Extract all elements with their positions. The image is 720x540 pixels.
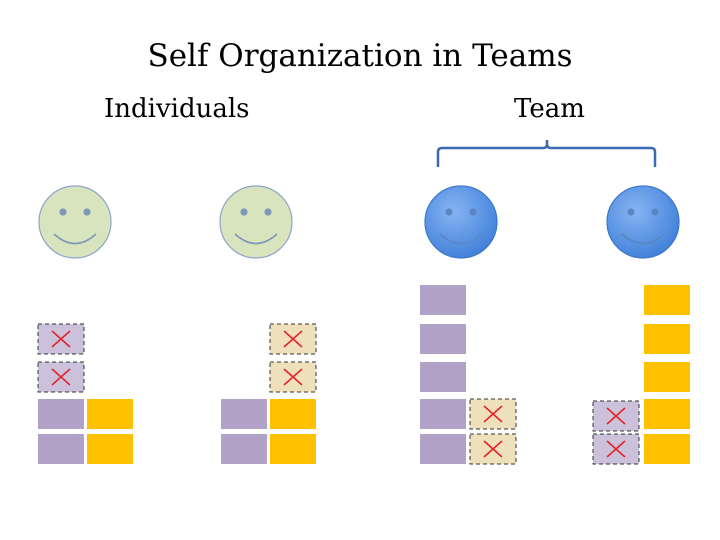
yellow-block bbox=[644, 434, 690, 464]
yellow-block bbox=[87, 434, 133, 464]
yellow-block bbox=[644, 324, 690, 354]
crossed-block bbox=[469, 433, 517, 465]
individual-face-1 bbox=[38, 185, 112, 259]
purple-block bbox=[420, 399, 466, 429]
purple-block bbox=[38, 399, 84, 429]
individual-2-blocks bbox=[221, 323, 317, 464]
team-face-1 bbox=[424, 185, 498, 259]
crossed-block bbox=[469, 398, 517, 430]
purple-block bbox=[221, 399, 267, 429]
crossed-block bbox=[269, 323, 317, 355]
purple-block bbox=[420, 324, 466, 354]
team-1-blocks bbox=[420, 285, 517, 465]
yellow-block bbox=[270, 399, 316, 429]
yellow-block bbox=[644, 285, 690, 315]
team-face-2 bbox=[606, 185, 680, 259]
yellow-block bbox=[270, 434, 316, 464]
yellow-block bbox=[644, 399, 690, 429]
slide-title: Self Organization in Teams bbox=[147, 38, 573, 74]
yellow-block bbox=[87, 399, 133, 429]
individual-1-blocks bbox=[37, 323, 133, 464]
team-2-blocks bbox=[592, 285, 690, 465]
individual-face-2 bbox=[219, 185, 293, 259]
team-label: Team bbox=[514, 94, 585, 124]
crossed-block bbox=[37, 361, 85, 393]
purple-block bbox=[420, 285, 466, 315]
purple-block bbox=[420, 362, 466, 392]
crossed-block bbox=[592, 433, 640, 465]
crossed-block bbox=[269, 361, 317, 393]
purple-block bbox=[221, 434, 267, 464]
crossed-block bbox=[592, 400, 640, 432]
individuals-label: Individuals bbox=[104, 94, 250, 124]
purple-block bbox=[38, 434, 84, 464]
purple-block bbox=[420, 434, 466, 464]
team-brace bbox=[436, 140, 657, 167]
crossed-block bbox=[37, 323, 85, 355]
yellow-block bbox=[644, 362, 690, 392]
